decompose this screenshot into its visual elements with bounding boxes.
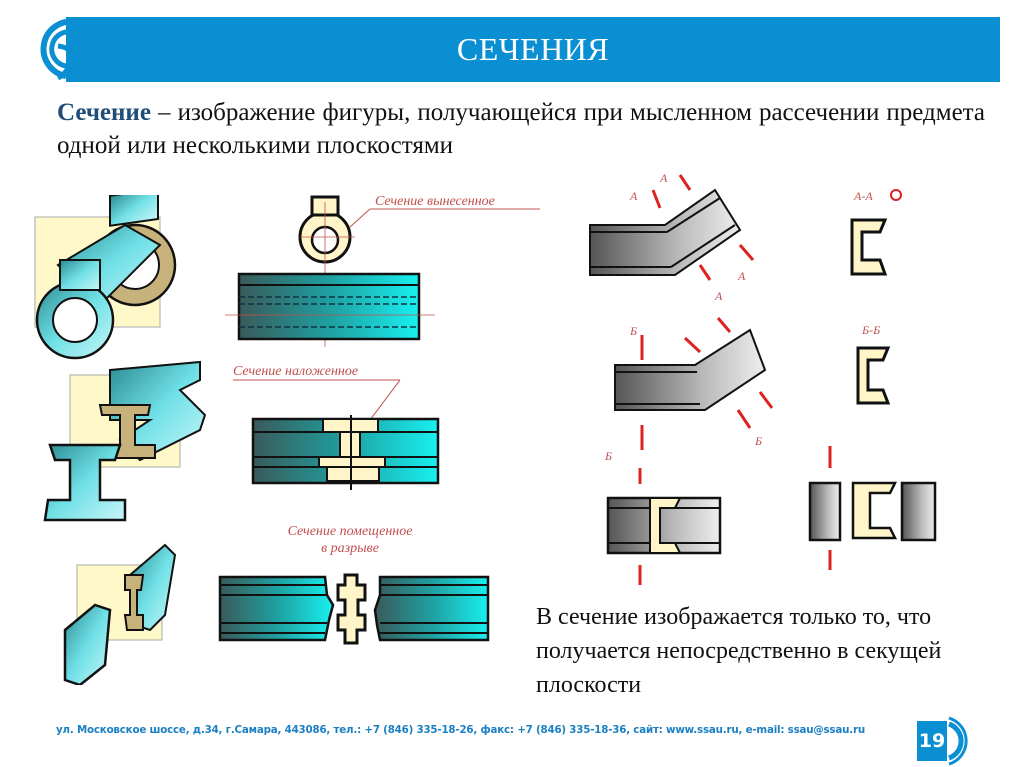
cut-label-a: А (714, 289, 723, 303)
page-number: 19 (917, 721, 947, 761)
definition-dash: – (150, 99, 178, 126)
bent-channel-b-figure: Б Б Б (604, 317, 774, 460)
in-break-section-figure: Сечение помещенное в разрыве (218, 524, 490, 645)
cut-label-b: Б (629, 324, 637, 338)
page-title: СЕЧЕНИЯ (456, 31, 610, 67)
ssau-footer-logo-icon (947, 716, 968, 766)
definition-term: Сечение (57, 99, 151, 126)
profile-3d-illustration (63, 543, 177, 685)
note-paragraph: В сечение изображается только то, что по… (536, 604, 942, 698)
ibeam-3d-illustration (43, 360, 207, 522)
removed-section-figure: Сечение вынесенное (225, 194, 540, 347)
removed-section-caption: Сечение вынесенное (375, 194, 495, 209)
section-label-bb: Б-Б (861, 323, 880, 337)
superimposed-section-figure: Сечение наложенное (233, 364, 440, 490)
in-break-caption-line2: в разрыве (321, 541, 379, 556)
cut-label-a: А (737, 269, 746, 283)
straight-channel-figures (606, 446, 937, 585)
header-bar (66, 17, 1000, 82)
cut-label-b: Б (604, 449, 612, 460)
definition-paragraph: Сечение – изображение фигуры, получающей… (57, 96, 985, 162)
shaft-3d-illustration (34, 195, 177, 360)
section-label-aa: А-А (853, 189, 873, 203)
bent-channel-a-figure: А А А А (589, 171, 755, 303)
cut-label-a: А (629, 189, 638, 203)
superimposed-section-caption: Сечение наложенное (233, 364, 358, 379)
definition-text: изображение фигуры, получающейся при мыс… (57, 99, 986, 159)
ssau-logo-icon (40, 18, 77, 81)
section-aa-figure: А-А (850, 189, 902, 276)
footer-contact: ул. Московское шоссе, д.34, г.Самара, 44… (56, 724, 865, 736)
section-bb-figure: Б-Б (856, 323, 891, 405)
in-break-caption-line1: Сечение помещенное (288, 524, 413, 539)
cut-label-a: А (659, 171, 668, 185)
cut-label-b: Б (754, 434, 762, 448)
